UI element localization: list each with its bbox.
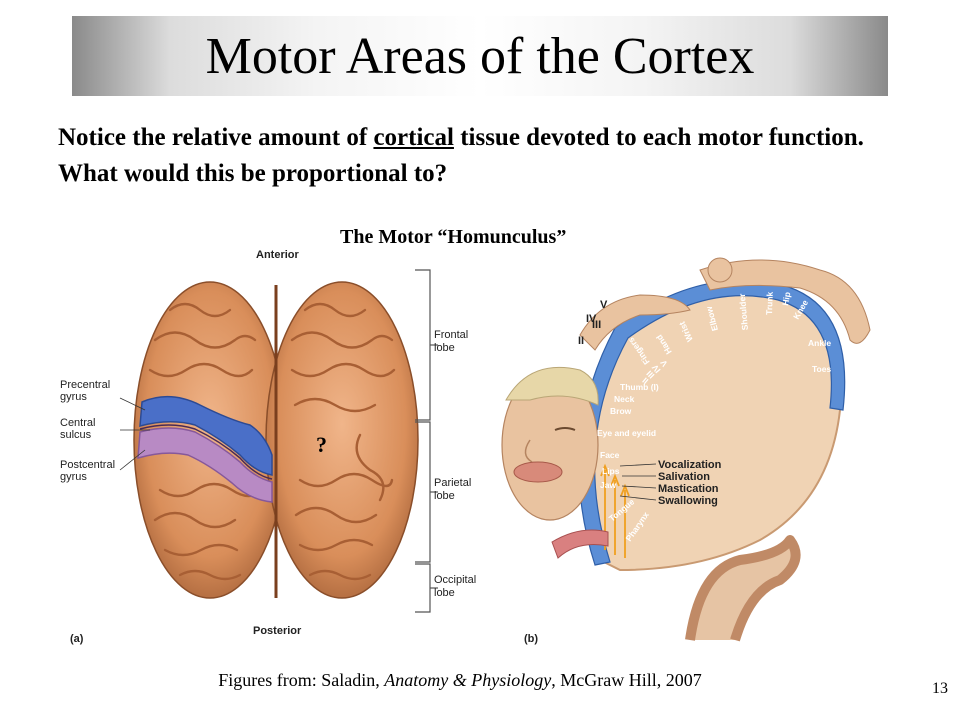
label-lips: Lips	[602, 466, 620, 476]
label-shoulder: Shoulder	[737, 292, 750, 330]
central-sulcus-line	[139, 424, 273, 480]
label-face: Face	[600, 450, 620, 460]
parietal-label-2: lobe	[434, 490, 455, 502]
central-label-2: sulcus	[60, 429, 92, 441]
label-hip: Hip	[780, 291, 792, 306]
homunculus-label: The Motor “Homunculus”	[340, 226, 567, 248]
label-toes: Toes	[812, 364, 831, 374]
caption-book-title: Anatomy & Physiology	[384, 670, 552, 690]
anterior-label: Anterior	[256, 249, 300, 261]
intro-text: Notice the relative amount of cortical t…	[58, 120, 918, 192]
lobe-brackets	[415, 269, 438, 613]
precentral-label-2: gyrus	[60, 391, 87, 403]
brain-superior-view: Anterior Posterior (a) ? Precentral gyru…	[60, 249, 476, 645]
label-salivation: Salivation	[658, 471, 710, 483]
label-digit-ii: II	[640, 375, 650, 386]
central-label-1: Central	[60, 417, 95, 429]
label-vocalization: Vocalization	[658, 459, 722, 471]
intro-underlined-word: cortical	[373, 124, 454, 151]
tongue	[551, 529, 609, 559]
sulcus-fold	[685, 535, 801, 642]
label-trunk: Trunk	[764, 291, 775, 315]
hand-numeral-iv: IV	[586, 313, 597, 325]
occipital-label-1: Occipital	[434, 574, 476, 586]
motor-cortex-figure: Anterior Posterior (a) ? Precentral gyru…	[60, 249, 871, 645]
hand-numeral-v: V	[600, 299, 608, 311]
figure-caption: Figures from: Saladin, Anatomy & Physiol…	[0, 670, 920, 691]
label-digit-v: V	[658, 358, 670, 369]
panel-b-label: (b)	[524, 633, 538, 645]
motor-strip	[578, 279, 846, 566]
hand-numeral-iii: III	[592, 319, 601, 331]
page-number: 13	[932, 680, 948, 697]
label-mastication: Mastication	[658, 483, 719, 495]
label-neck: Neck	[614, 394, 635, 404]
nose	[524, 439, 533, 463]
postcentral-label-2: gyrus	[60, 471, 87, 483]
intro-part-2: tissue devoted to each motor function. W…	[58, 124, 864, 187]
panel-a-label: (a)	[70, 633, 84, 645]
label-thumb: Thumb (I)	[620, 382, 659, 392]
arm-figure	[579, 294, 691, 351]
homunculus-body	[579, 257, 871, 351]
posterior-label: Posterior	[253, 625, 302, 637]
title-bar: Motor Areas of the Cortex	[72, 16, 888, 96]
frontal-label-1: Frontal	[434, 329, 468, 341]
label-jaw: Jaw	[600, 480, 616, 490]
label-brow: Brow	[610, 406, 632, 416]
slide-title: Motor Areas of the Cortex	[205, 27, 755, 85]
caption-prefix: Figures from: Saladin,	[218, 670, 385, 690]
precentral-gyrus	[139, 396, 273, 476]
parietal-label-1: Parietal	[434, 477, 471, 489]
eye	[554, 427, 576, 431]
head-leader-lines	[619, 463, 657, 501]
question-mark: ?	[316, 432, 327, 457]
occipital-label-2: lobe	[434, 587, 455, 599]
intro-part-1: Notice the relative amount of	[58, 124, 374, 151]
caption-suffix: , McGraw Hill, 2007	[551, 670, 702, 690]
label-swallowing: Swallowing	[658, 495, 718, 507]
frontal-label-2: lobe	[434, 342, 455, 354]
postcentral-gyrus	[137, 427, 273, 503]
leg-figure	[699, 259, 871, 344]
hand-numeral-ii: II	[578, 335, 584, 347]
precentral-label-1: Precentral	[60, 379, 110, 391]
homunculus-diagram: Toes Ankle Knee Hip Trunk Shoulder Elbow…	[501, 257, 871, 645]
homunculus-face	[501, 366, 609, 559]
hair	[505, 366, 599, 406]
lips	[513, 461, 563, 483]
left-leader-lines	[119, 397, 150, 471]
label-eye-and-eyelid: Eye and eyelid	[597, 428, 656, 438]
postcentral-label-1: Postcentral	[60, 459, 115, 471]
figure-head	[707, 257, 733, 283]
brain-right-hemisphere	[265, 281, 419, 599]
gyri-pattern	[148, 302, 396, 581]
label-ankle: Ankle	[808, 338, 831, 348]
